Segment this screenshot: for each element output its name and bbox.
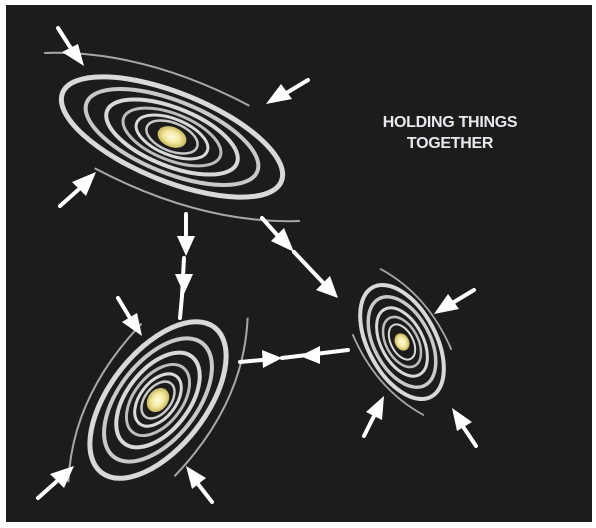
arrow-icon	[186, 466, 212, 502]
arrow-icon	[282, 346, 348, 364]
galaxy-right	[331, 257, 473, 428]
title-line-2: TOGETHER	[350, 133, 550, 154]
arrow-icon	[240, 350, 282, 368]
arrow-icon	[364, 396, 384, 436]
arrow-icon	[452, 408, 476, 446]
galaxy-bottom-left	[36, 267, 281, 528]
arrow-icon	[177, 214, 195, 256]
arrow-icon	[175, 258, 193, 318]
arrow-icon	[434, 290, 474, 314]
arrow-icon	[58, 28, 84, 66]
arrow-icon	[266, 80, 308, 104]
arrow-icon	[262, 218, 294, 252]
diagram-title: HOLDING THINGS TOGETHER	[350, 112, 550, 154]
arrow-icon	[118, 298, 142, 336]
arrow-icon	[60, 172, 96, 206]
galaxy-core-bottom-left	[142, 384, 174, 417]
galaxy-top-left	[10, 24, 334, 249]
arrow-icon	[294, 252, 338, 298]
title-line-1: HOLDING THINGS	[350, 112, 550, 133]
